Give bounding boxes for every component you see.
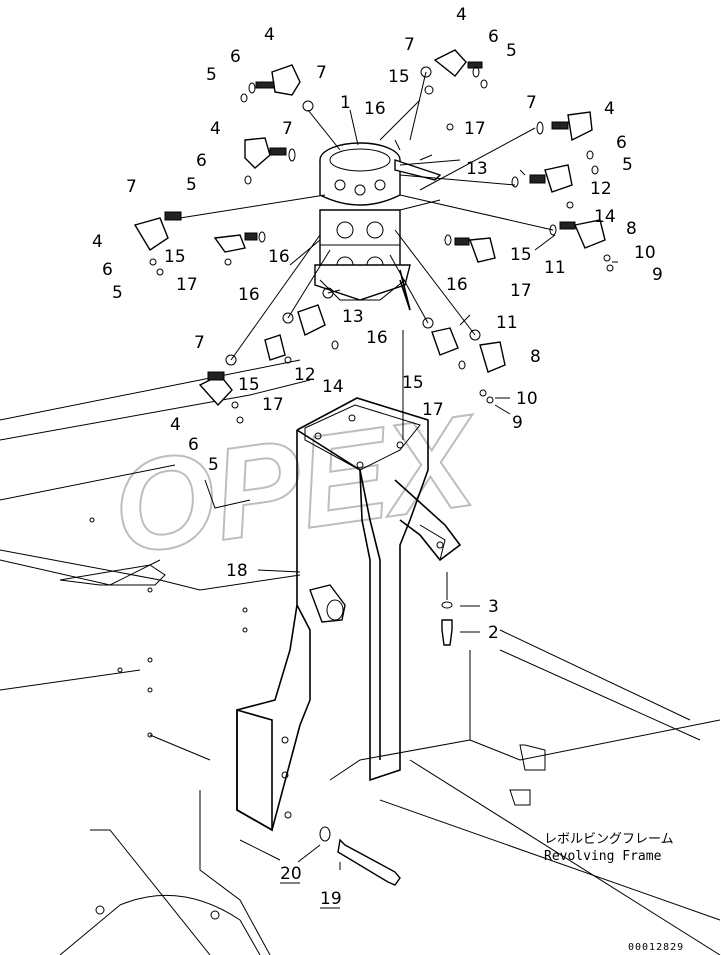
callout-6: 6 [102, 260, 113, 280]
callout-16: 16 [238, 285, 260, 305]
callout-5: 5 [186, 175, 197, 195]
callout-5: 5 [112, 283, 123, 303]
callout-14: 14 [594, 207, 616, 227]
callout-7: 7 [282, 119, 293, 139]
callout-16: 16 [366, 328, 388, 348]
callout-13: 13 [342, 307, 364, 327]
callout-5: 5 [208, 455, 219, 475]
callout-17: 17 [422, 400, 444, 420]
callout-10: 10 [516, 389, 538, 409]
callout-15: 15 [402, 373, 424, 393]
callout-7: 7 [194, 333, 205, 353]
callout-8: 8 [626, 219, 637, 239]
callout-6: 6 [230, 47, 241, 67]
callout-5: 5 [622, 155, 633, 175]
callout-12: 12 [590, 179, 612, 199]
callout-11: 11 [496, 313, 518, 333]
callout-5: 5 [206, 65, 217, 85]
callout-17: 17 [510, 281, 532, 301]
callout-1: 1 [340, 93, 351, 113]
callout-9: 9 [652, 265, 663, 285]
callout-4: 4 [210, 119, 221, 139]
callout-7: 7 [126, 177, 137, 197]
callout-7: 7 [526, 93, 537, 113]
callout-4: 4 [170, 415, 181, 435]
callout-4: 4 [604, 99, 615, 119]
callout-5: 5 [506, 41, 517, 61]
swivel-joint [314, 142, 442, 311]
callout-14: 14 [322, 377, 344, 397]
callout-12: 12 [294, 365, 316, 385]
callout-4: 4 [92, 232, 103, 252]
callout-7: 7 [404, 35, 415, 55]
callout-4: 4 [264, 25, 275, 45]
callout-15: 15 [238, 375, 260, 395]
callout-7: 7 [316, 63, 327, 83]
callout-10: 10 [634, 243, 656, 263]
callout-8: 8 [530, 347, 541, 367]
callout-15: 15 [388, 67, 410, 87]
callout-13: 13 [466, 159, 488, 179]
callouts: 1 2 3 4 4 4 4 4 4 5 5 5 5 5 5 6 6 6 6 6 … [92, 5, 663, 909]
callout-15: 15 [510, 245, 532, 265]
callout-16: 16 [446, 275, 468, 295]
callout-6: 6 [488, 27, 499, 47]
fittings [133, 49, 614, 886]
callout-16: 16 [364, 99, 386, 119]
revolving-frame-outline [0, 359, 721, 955]
callout-15: 15 [164, 247, 186, 267]
caption-japanese: レボルビングフレーム [544, 832, 674, 847]
callout-4: 4 [456, 5, 467, 25]
reference-number: 00012829 [628, 942, 684, 953]
callout-3: 3 [488, 597, 499, 617]
callout-16: 16 [268, 247, 290, 267]
callout-6: 6 [196, 151, 207, 171]
leader-lines [179, 71, 618, 870]
bracket-stand [59, 397, 462, 832]
callout-11: 11 [544, 258, 566, 278]
callout-18: 18 [226, 561, 248, 581]
callout-9: 9 [512, 413, 523, 433]
caption-english: Revolving Frame [544, 849, 662, 864]
callout-2: 2 [488, 623, 499, 643]
callout-6: 6 [188, 435, 199, 455]
callout-19: 19 [320, 889, 342, 909]
callout-17: 17 [176, 275, 198, 295]
callout-20: 20 [280, 864, 302, 884]
callout-17: 17 [262, 395, 284, 415]
callout-17: 17 [464, 119, 486, 139]
callout-6: 6 [616, 133, 627, 153]
